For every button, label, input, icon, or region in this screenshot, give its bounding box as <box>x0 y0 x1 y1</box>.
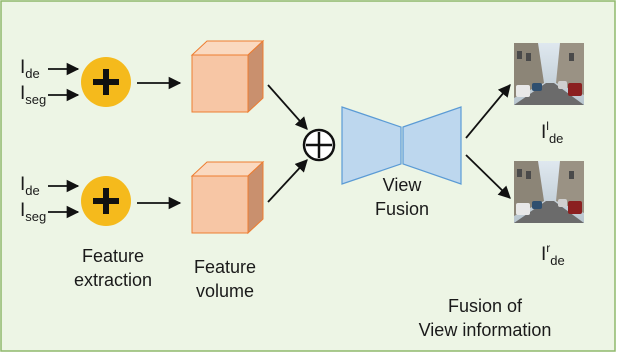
caption-fusion-of-view-information: Fusion of View information <box>418 296 552 340</box>
input-depth-label-bottom: Ide <box>20 174 40 199</box>
street-photo-icon <box>514 161 584 223</box>
cube-icon <box>190 39 265 114</box>
arrow-cube-to-fusion-bottom <box>267 159 308 203</box>
input-seg-label-top: Iseg <box>20 83 47 108</box>
output-label-right: Irde <box>541 241 565 268</box>
arrow-to-right-output <box>465 154 511 199</box>
hourglass-fusion-icon <box>341 106 462 185</box>
caption-feature-extraction: Feature extraction <box>73 246 153 290</box>
output-label-left: Ilde <box>541 119 564 146</box>
caption-view-fusion: View Fusion <box>374 175 430 219</box>
plus-circle-icon <box>81 176 131 226</box>
plus-circle-icon <box>81 57 131 107</box>
cube-icon <box>190 160 265 235</box>
arrow-to-left-output <box>465 84 511 139</box>
input-seg-label-bottom: Iseg <box>20 200 47 225</box>
street-photo-icon <box>514 43 584 105</box>
caption-feature-volume: Feature volume <box>193 257 257 301</box>
arrow-cube-to-fusion-top <box>267 84 308 130</box>
oplus-icon <box>302 128 336 162</box>
input-depth-label-top: Ide <box>20 57 40 82</box>
